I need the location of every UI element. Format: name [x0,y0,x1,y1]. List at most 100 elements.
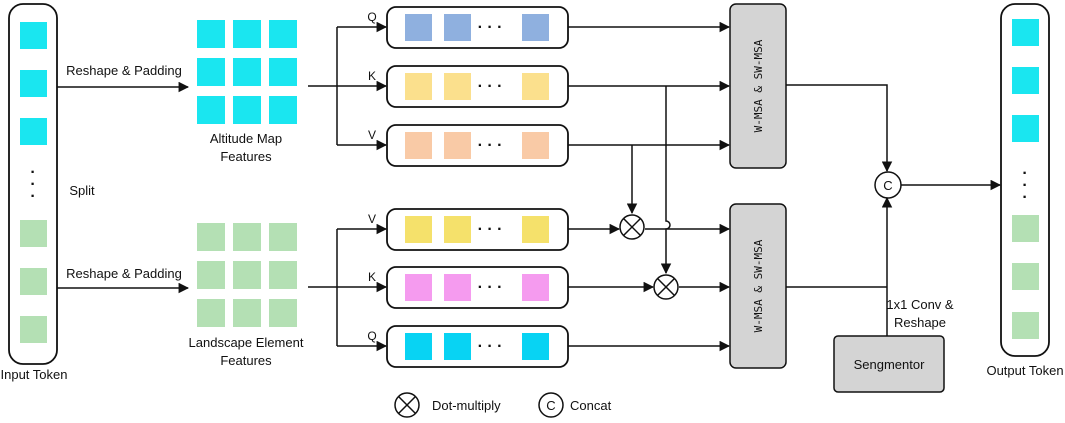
tap-k-down [660,86,672,275]
output-ellipsis-dot-3: · [1022,189,1027,206]
token-cell [405,216,432,243]
input-ellipsis-dot-3: · [30,188,35,205]
token-cell [522,333,549,360]
input-ellipsis-dot-1: · [30,164,35,181]
row-label-bottom-q: Q [367,329,376,343]
output-token-square [1012,67,1039,94]
landscape-feature-cell [233,299,261,327]
altitude-feature-cell [233,58,261,86]
row-label-bottom-v: V [368,212,376,226]
output-token-label: Output Token [986,363,1063,378]
token-cell [405,274,432,301]
legend-dot-multiply-label: Dot-multiply [432,398,501,413]
input-ellipsis-dot-2: · [30,176,35,193]
output-token-square [1012,312,1039,339]
legend-concat-symbol: C [546,398,555,413]
segmentor-block [833,335,945,393]
landscape-label-line2: Features [220,353,272,368]
token-cell [522,132,549,159]
row-ellipsis: · · · [478,279,503,296]
token-cell [444,14,471,41]
altitude-feature-cell [269,20,297,48]
reshape-label-top: Reshape & Padding [66,63,182,78]
row-ellipsis: · · · [478,338,503,355]
output-token-square [1012,115,1039,142]
altitude-label-line2: Features [220,149,272,164]
msa-label-bottom: W-MSA & SW-MSA [752,239,765,332]
altitude-feature-cell [233,20,261,48]
altitude-feature-cell [197,20,225,48]
token-cell [405,132,432,159]
token-cell [405,333,432,360]
input-token-square [20,22,47,49]
landscape-feature-cell [233,223,261,251]
landscape-element-grid [197,223,297,327]
landscape-feature-cell [197,223,225,251]
token-cell [444,132,471,159]
token-cell [444,73,471,100]
input-token-square [20,118,47,145]
token-cell [522,274,549,301]
landscape-feature-cell [269,299,297,327]
input-token-square [20,70,47,97]
altitude-label-line1: Altitude Map [210,131,282,146]
token-cell [522,73,549,100]
conv-label-line2: Reshape [894,315,946,330]
token-rows: · · · · · · · · · · · · · · · · · · [386,6,569,368]
segmentor-label: Sengmentor [854,357,925,372]
output-token-square [1012,263,1039,290]
dot-multiply-2 [653,274,679,300]
input-token-square [20,268,47,295]
token-cell [405,14,432,41]
altitude-feature-cell [269,96,297,124]
token-cell [405,73,432,100]
altitude-feature-cell [197,96,225,124]
msa-top-to-concat [786,84,893,173]
output-token-square [1012,215,1039,242]
input-token-squares [20,22,47,343]
row-label-top-k: K [368,69,376,83]
input-token-label: Input Token [1,367,68,382]
altitude-feature-cell [197,58,225,86]
input-token-square [20,316,47,343]
row-ellipsis: · · · [478,78,503,95]
altitude-feature-cell [233,96,261,124]
landscape-label-line1: Landscape Element [189,335,304,350]
msa-label-top: W-MSA & SW-MSA [752,39,765,132]
legend-concat-icon: C [538,392,564,418]
row-label-top-q: Q [367,10,376,24]
output-ellipsis-dot-2: · [1022,177,1027,194]
row-label-bottom-k: K [368,270,376,284]
landscape-feature-cell [197,299,225,327]
output-token-squares [1012,19,1039,339]
conv-label-line1: 1x1 Conv & [886,297,954,312]
landscape-feature-cell [269,261,297,289]
concat-symbol: C [883,178,892,193]
input-token-square [20,220,47,247]
landscape-feature-cell [197,261,225,289]
landscape-feature-cell [269,223,297,251]
reshape-label-bottom: Reshape & Padding [66,266,182,281]
branch-top [308,27,338,145]
token-cell [444,216,471,243]
output-token-square [1012,19,1039,46]
altitude-map-grid [197,20,297,124]
row-label-top-v: V [368,128,376,142]
row-ellipsis: · · · [478,19,503,36]
legend-concat-label: Concat [570,398,612,413]
token-cell [444,333,471,360]
row-ellipsis: · · · [478,221,503,238]
legend-dot-multiply-icon [394,392,420,418]
token-cell [444,274,471,301]
altitude-feature-cell [269,58,297,86]
row-ellipsis: · · · [478,137,503,154]
token-cell [522,216,549,243]
landscape-feature-cell [233,261,261,289]
output-ellipsis-dot-1: · [1022,165,1027,182]
dot-multiply-1 [619,214,645,240]
split-label: Split [69,183,95,198]
concat-node: C [874,171,902,199]
branch-bottom [308,229,338,346]
